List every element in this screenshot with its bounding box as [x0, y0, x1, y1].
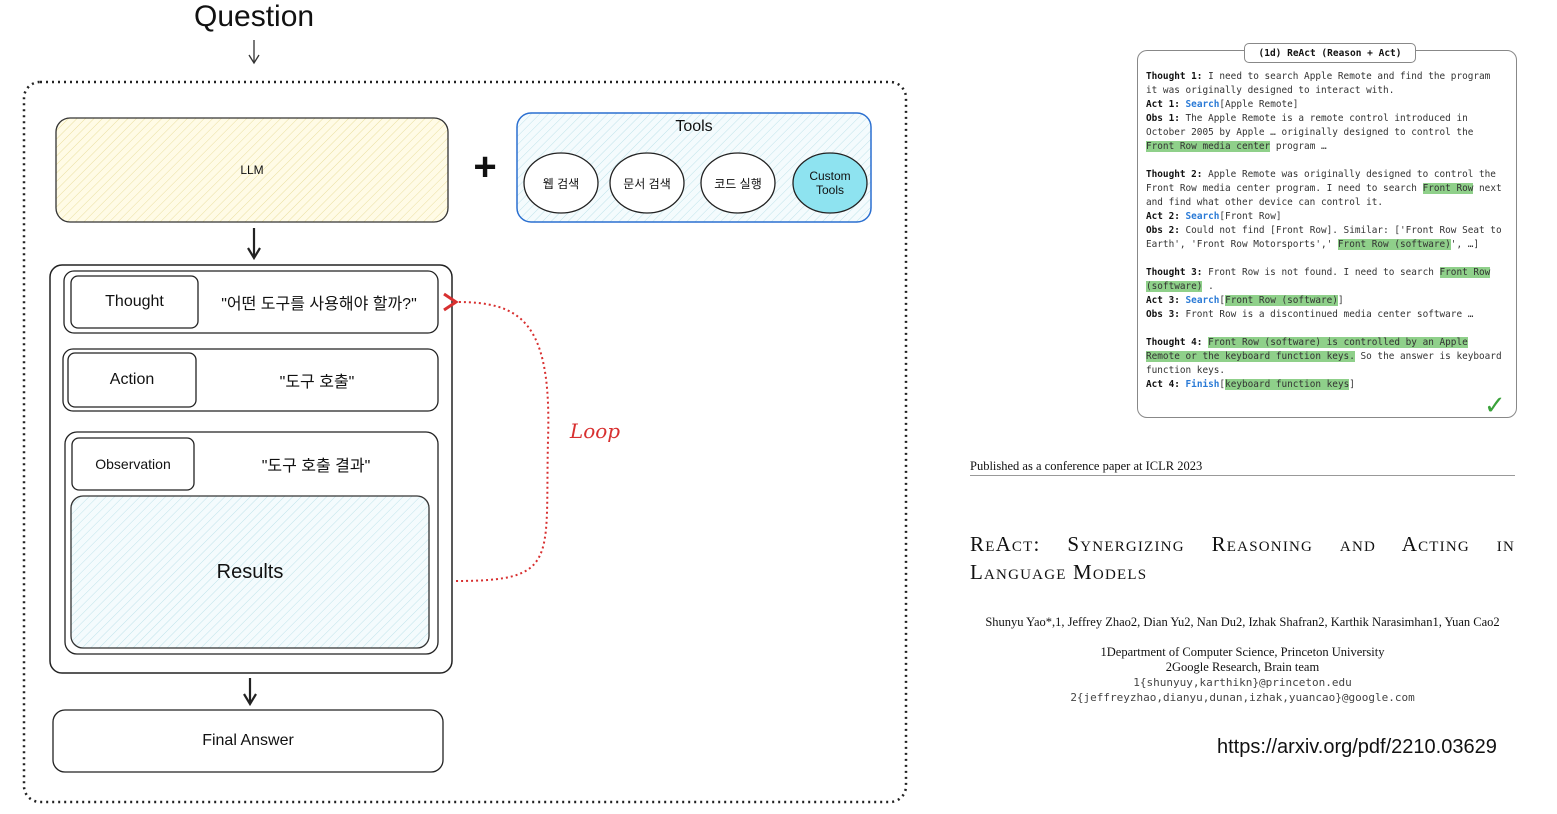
paper-divider [970, 475, 1515, 476]
tool-doc-search [609, 152, 685, 214]
arxiv-link[interactable]: https://arxiv.org/pdf/2210.03629 [1217, 736, 1497, 758]
thought-3-label: Thought 3: [1146, 267, 1203, 278]
email-princeton: 1{shunyuy,karthikn}@princeton.edu [1133, 676, 1352, 689]
paper-affiliations: 1Department of Computer Science, Princet… [970, 645, 1515, 705]
loop-arrow [443, 292, 550, 582]
thought-label: Thought [105, 293, 164, 310]
email-google: 2{jeffreyzhao,dianyu,dunan,izhak,yuancao… [1070, 691, 1415, 704]
question-label: Question [194, 0, 315, 33]
llm-box [55, 117, 449, 223]
paper-title: ReAct: Synergizing Reasoning and Acting … [970, 532, 1515, 584]
tools-box [516, 112, 872, 223]
checkmark-icon: ✓ [1484, 390, 1506, 420]
tool-custom [792, 152, 868, 214]
paper-authors: Shunyu Yao*,1, Jeffrey Zhao2, Dian Yu2, … [985, 615, 1500, 629]
action-label: Action [109, 371, 155, 388]
tool-custom-label: Custom Tools [809, 169, 851, 197]
final-answer-box [52, 709, 444, 773]
tool-web-search-label: 웹 검색 [542, 176, 580, 191]
tools-title: Tools [675, 118, 713, 135]
react-panel-title: (1d) ReAct (Reason + Act) [1244, 43, 1416, 63]
results-box [70, 495, 430, 649]
react-trajectory: Thought 1: I need to search Apple Remote… [1146, 71, 1502, 390]
outer-frame [22, 80, 908, 804]
thought-2-label: Thought 2: [1146, 169, 1203, 180]
thought-text: "어떤 도구를 사용해야 할까?" [221, 296, 417, 313]
affiliation-princeton: 1Department of Computer Science, Princet… [1100, 645, 1385, 659]
observation-label: Observation [95, 456, 171, 472]
loop-label: Loop [569, 419, 621, 443]
llm-label: LLM [240, 163, 264, 177]
tool-code-exec [700, 152, 776, 214]
paper-venue: Published as a conference paper at ICLR … [970, 459, 1203, 473]
thought-4-label: Thought 4: [1146, 337, 1203, 348]
final-answer-label: Final Answer [202, 732, 294, 749]
affiliation-google: 2Google Research, Brain team [1165, 660, 1320, 674]
tool-doc-search-label: 문서 검색 [623, 176, 671, 191]
action-text: "도구 호출" [279, 374, 355, 391]
loop-container [49, 264, 453, 674]
plus-icon: + [473, 144, 497, 189]
tool-code-exec-label: 코드 실행 [714, 176, 762, 191]
tool-web-search [523, 152, 599, 214]
thought-1-label: Thought 1: [1146, 71, 1203, 82]
observation-text: "도구 호출 결과" [261, 458, 371, 475]
results-label: Results [216, 560, 284, 583]
